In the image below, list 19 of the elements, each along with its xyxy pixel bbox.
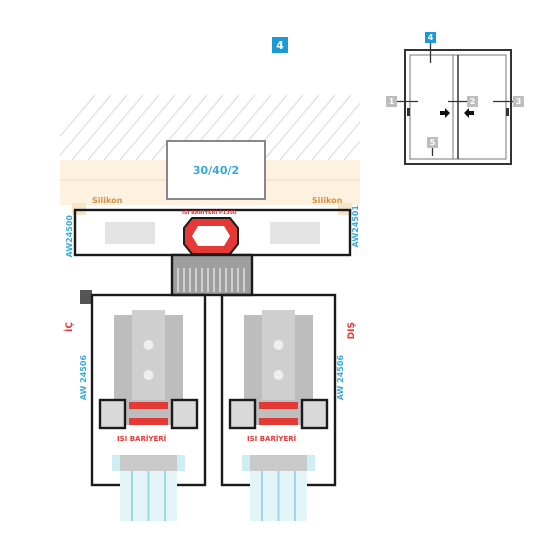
sealant-label: Silikon (92, 197, 122, 205)
leader-line (448, 100, 467, 102)
leader-line (493, 100, 513, 102)
view-number-badge: 4 (272, 37, 288, 53)
interior-side-label: İÇ (66, 322, 75, 332)
steel-tube-section: 30/40/2 (166, 140, 266, 200)
view-number-badge: 4 (425, 32, 436, 43)
profile-code-label: AW24500 (66, 215, 74, 258)
exterior-side-label: DIŞ (348, 322, 357, 340)
profile-code-label: AW 24506 (337, 355, 345, 400)
view-number-badge: 5 (427, 137, 438, 148)
view-number-badge: 3 (513, 96, 524, 107)
view-number-badge: 1 (386, 96, 397, 107)
sealant-label: Silikon (312, 197, 342, 205)
profile-code-label: AW24501 (352, 205, 360, 248)
leader-line (430, 43, 432, 63)
profile-code-label: AW 24506 (80, 355, 88, 400)
view-number-badge: 2 (467, 96, 478, 107)
leader-line (397, 100, 418, 102)
